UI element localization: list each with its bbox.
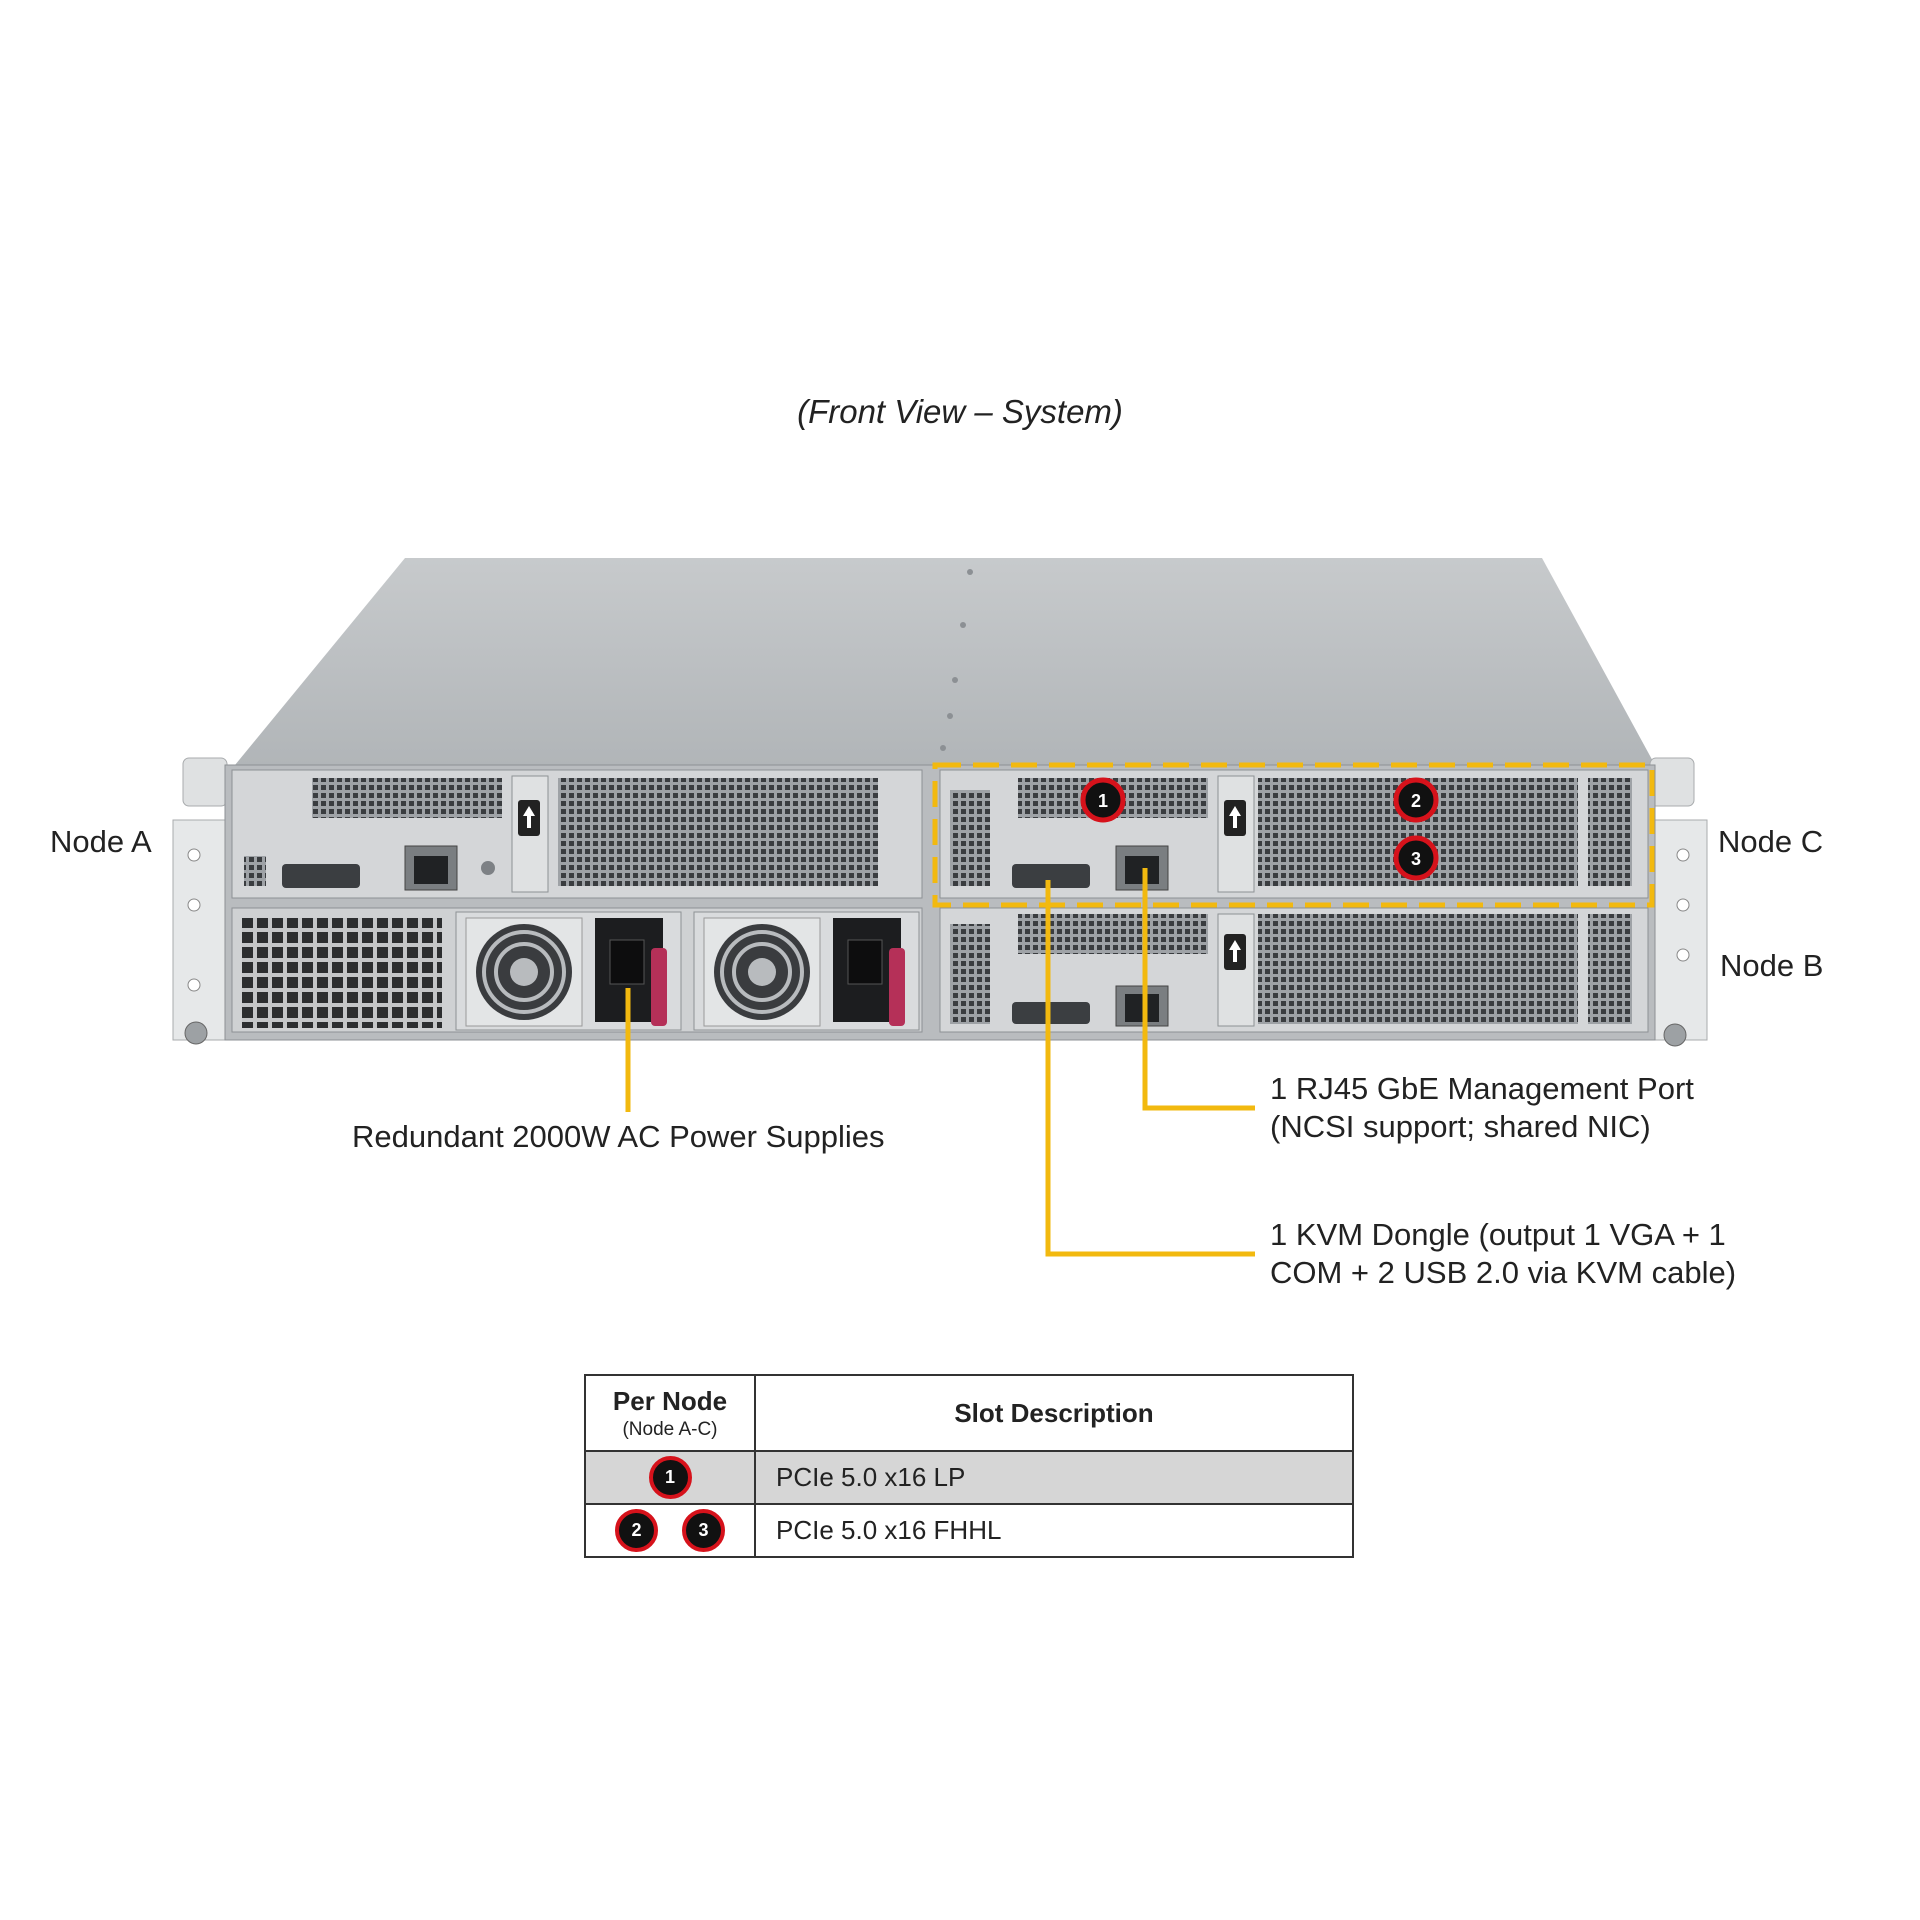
- table-row-slots: 1: [584, 1450, 756, 1505]
- psu-1: [455, 911, 682, 1031]
- callout-lines: [625, 868, 1255, 1257]
- psu-bay: [231, 907, 923, 1033]
- slot-badge: 3: [682, 1509, 725, 1552]
- node-b-label: Node B: [1720, 948, 1824, 983]
- kvm-callout-line1: 1 KVM Dongle (output 1 VGA + 1: [1270, 1217, 1726, 1252]
- rj45-callout-line1: 1 RJ45 GbE Management Port: [1270, 1071, 1694, 1106]
- per-node-header: Per Node (Node A-C): [584, 1374, 756, 1452]
- kvm-callout: 1 KVM Dongle (output 1 VGA + 1 COM + 2 U…: [1270, 1216, 1736, 1292]
- chassis-top: [235, 558, 1655, 765]
- slot-table-header: Per Node (Node A-C) Slot Description: [584, 1374, 1354, 1452]
- kvm-leader-line: [1045, 880, 1255, 1257]
- node-a-label: Node A: [50, 824, 152, 859]
- slot-badge-3-text: 3: [1411, 849, 1421, 869]
- slot-badge: 1: [648, 1456, 692, 1499]
- slot-badge-3-marker: 3: [1393, 835, 1439, 881]
- table-row-description: PCIe 5.0 x16 LP: [754, 1450, 1354, 1505]
- node-c-label: Node C: [1718, 824, 1824, 859]
- kvm-callout-line2: COM + 2 USB 2.0 via KVM cable): [1270, 1255, 1737, 1290]
- rj45-leader-line: [1142, 868, 1255, 1111]
- node-a-tray: [231, 769, 923, 899]
- node-b-tray: [939, 907, 1649, 1033]
- psu-2: [693, 911, 920, 1031]
- top-screws: [940, 569, 973, 751]
- node-c-highlight-box: [932, 762, 1655, 908]
- psu-callout: Redundant 2000W AC Power Supplies: [352, 1119, 885, 1154]
- view-title: (Front View – System): [797, 393, 1123, 430]
- rj45-callout: 1 RJ45 GbE Management Port (NCSI support…: [1270, 1070, 1694, 1146]
- slot-description-header: Slot Description: [754, 1374, 1354, 1452]
- slot-table: Per Node (Node A-C) Slot Description 1 P…: [584, 1374, 1354, 1558]
- table-row: 1 PCIe 5.0 x16 LP: [584, 1450, 1354, 1505]
- slot-badge: 2: [615, 1509, 658, 1552]
- rack-ear-right: [1649, 757, 1708, 1047]
- node-c-tray: [939, 769, 1649, 899]
- slot-badge-1-marker: 1: [1080, 777, 1126, 823]
- slot-badge-1-text: 1: [1098, 791, 1108, 811]
- slot-badge-2-marker: 2: [1393, 777, 1439, 823]
- rack-ear-left: [172, 757, 228, 1045]
- rj45-callout-line2: (NCSI support; shared NIC): [1270, 1109, 1651, 1144]
- per-node-header-text: Per Node: [612, 1385, 728, 1416]
- per-node-header-sub: (Node A-C): [622, 1418, 718, 1440]
- table-row-description: PCIe 5.0 x16 FHHL: [754, 1503, 1354, 1558]
- slot-badge-2-text: 2: [1411, 791, 1421, 811]
